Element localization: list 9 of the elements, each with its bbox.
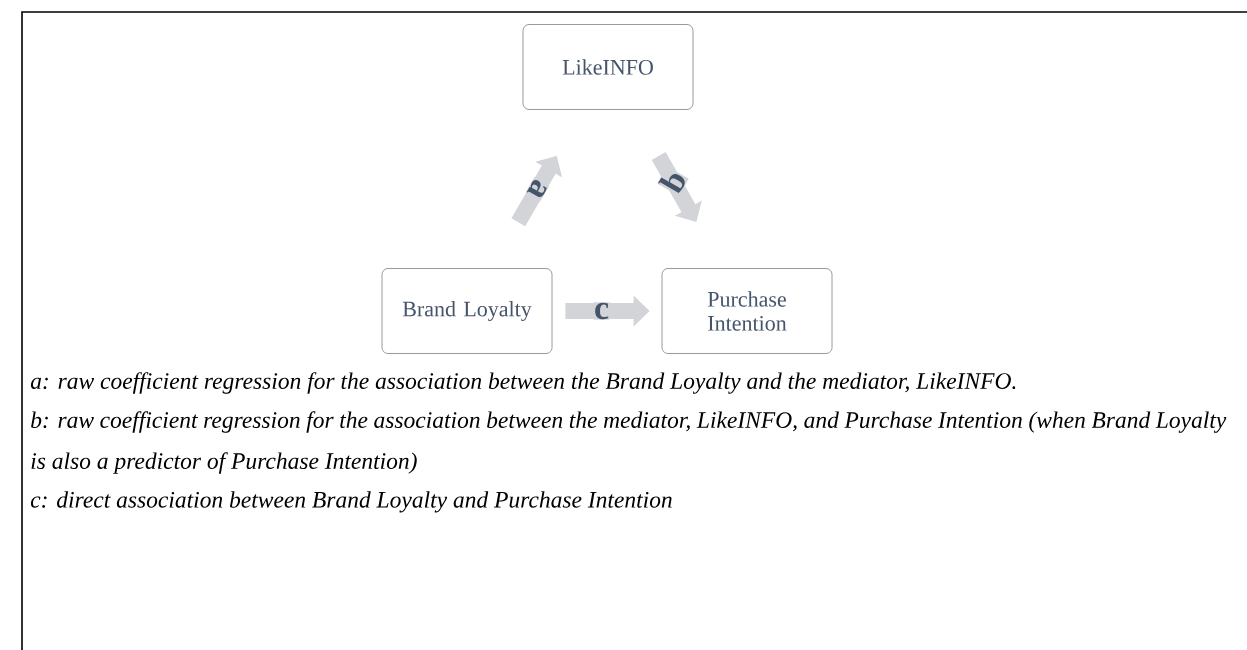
note-text: a: raw coefficient regression for the association between the Brand Loyalty and the mediator, LikeINFO. <box>30 372 1016 394</box>
rounded-box: LikeINFO <box>522 24 694 110</box>
note-text: c: direct association between Brand Loyalty and Purchase Intention <box>30 491 672 513</box>
note-text: b: raw coefficient regression for the association between the mediator, LikeINFO, and Purchase Intention (when Brand Loyalty is also a predictor of Purchase Intention) <box>31 411 1227 474</box>
rounded-box: Brand Loyalty <box>381 268 553 354</box>
rounded-box: Purchase Intention <box>661 268 833 354</box>
edge-label: a <box>525 176 550 202</box>
block-arrow <box>651 151 702 222</box>
edge-label: b <box>657 166 689 196</box>
